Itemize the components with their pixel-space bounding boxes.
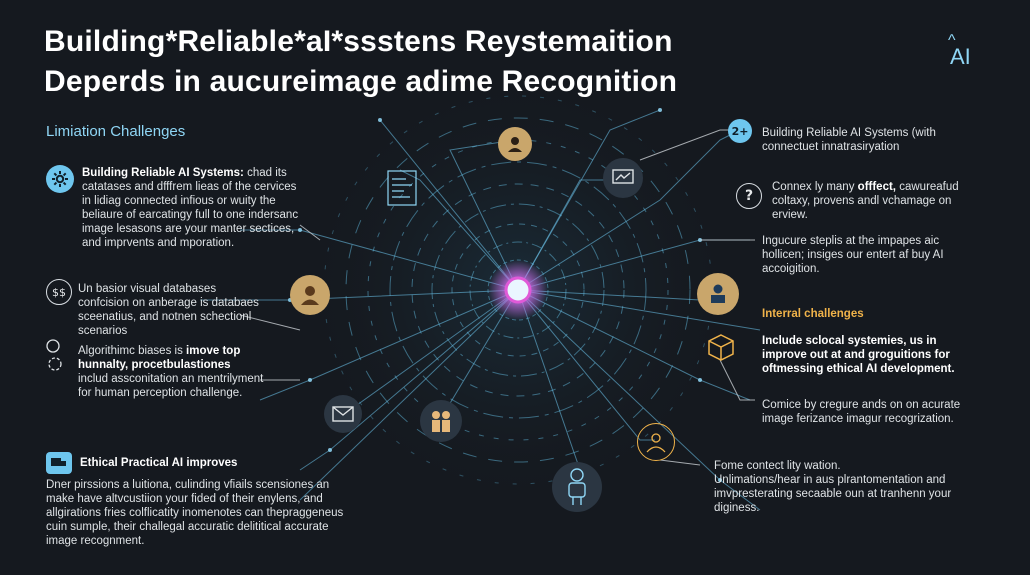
right-block-4: Include sclocal systemies, us in improve… [762, 334, 1002, 376]
ai-logo: ^ AI [948, 32, 988, 74]
cube-icon [706, 332, 736, 362]
right-block-4-line: improve out at and groguitions for [762, 349, 950, 361]
title-line-2: Deperds in aucureimage adime Recognition [44, 65, 678, 98]
left-heading: Limiation Challenges [46, 123, 186, 140]
right-block-4-line: Include sclocal systemies, us in [762, 335, 937, 347]
people-icon [432, 411, 450, 432]
dollar-icon: $$ [46, 279, 72, 305]
node-group [637, 423, 675, 461]
node-robot [552, 462, 602, 512]
right-block-2-suffix: cawureafud [899, 181, 959, 193]
left-block-1-line: beliaure of earcatingy full to one inder… [82, 209, 299, 221]
right-block-2-highlight: offfect, [857, 181, 897, 193]
left-block-3-bold-1: imove top [186, 345, 241, 357]
right-block-2: Connex ly many offfect, cawureafud colta… [772, 180, 1002, 222]
right-block-6-line: imvpresterating secaable oun at tranhenn… [714, 488, 952, 500]
right-block-4-line: oftmessing ethical AI development. [762, 363, 955, 375]
robot-icon [568, 468, 586, 505]
left-block-1: Building Reliable AI Systems: chad its c… [82, 166, 332, 250]
left-block-2: Un basior visual databases confcision on… [78, 282, 298, 338]
node-person-laptop [697, 273, 739, 315]
node-mail [324, 395, 362, 433]
right-block-2-line: coltaxy, provens andl vchamage on [772, 195, 952, 207]
number-badge-icon: 2+ [728, 119, 752, 143]
question-icon-label: ? [744, 188, 754, 204]
person-icon [301, 286, 319, 305]
truck-icon [46, 452, 72, 474]
person-icon [508, 137, 522, 152]
left-block-4-line: allgirations fries colflicatity inomenot… [46, 507, 344, 519]
left-block-1-line: and imprvents and mporation. [82, 237, 235, 249]
left-block-3-line: includ assconitation an mentrilyment [78, 373, 264, 385]
node-document [384, 168, 420, 208]
left-block-3-line: for human perception challenge. [78, 387, 243, 399]
mail-icon [332, 406, 354, 422]
left-block-2-line: sceenatius, and notnen schectionl [78, 311, 252, 323]
node-person-left [290, 275, 330, 315]
right-block-6-line: Fome contect lity wation. [714, 460, 841, 472]
right-block-3-line: hollicen; insiges our entert af buy AI [762, 249, 944, 261]
group-icon [646, 433, 666, 453]
left-block-2-line: Un basior visual databases [78, 283, 217, 295]
left-block-4-line: make have altvcustiion your fided of the… [46, 493, 323, 505]
right-block-2-line: erview. [772, 209, 808, 221]
right-block-3: Ingucure steplis at the impapes aic holl… [762, 234, 1002, 276]
right-block-3-line: accoigition. [762, 263, 820, 275]
right-block-1-line: Building Reliable AI Systems (with [762, 127, 936, 139]
right-block-5-line: image ferizance imagur recogrization. [762, 413, 954, 425]
left-block-1-line: chad its [247, 167, 287, 179]
left-block-4-line: image recognment. [46, 535, 145, 547]
node-chart-monitor [603, 158, 643, 198]
left-block-1-bold: Building Reliable AI Systems: [82, 167, 244, 179]
left-block-3-prefix: Algorithimc biases is [78, 345, 183, 357]
right-block-3-line: Ingucure steplis at the impapes aic [762, 235, 940, 247]
logo-text: AI [950, 44, 971, 69]
right-block-5-line: Comice by cregure ands on on acurate [762, 399, 961, 411]
right-block-6-line: diginess. [714, 502, 760, 514]
left-block-2-line: confcision on anberage is databaes [78, 297, 259, 309]
right-heading: Interral challenges [762, 308, 864, 320]
right-block-5: Comice by cregure ands on on acurate ima… [762, 398, 1002, 426]
title-line-1: Building*Reliable*aI*ssstens Reystemaiti… [44, 25, 673, 58]
chart-monitor-icon [612, 169, 634, 184]
head-circuit-icon [44, 338, 66, 372]
left-block-4-line: Dner pirssions a luitiona, culinding vfi… [46, 479, 330, 491]
right-block-2-prefix: Connex ly many [772, 181, 855, 193]
left-block-4-line: cuin sumple, their challegal accuratic d… [46, 521, 329, 533]
document-icon [387, 170, 417, 206]
question-icon: ? [736, 183, 762, 209]
page-title: Building*Reliable*aI*ssstens Reystemaiti… [44, 22, 677, 102]
gear-icon [46, 165, 74, 193]
right-block-6: Fome contect lity wation. Unlimations/he… [714, 459, 1004, 515]
left-block-3-bold-2: hunnalty, procetbulastiones [78, 359, 231, 371]
node-person [498, 127, 532, 161]
left-block-1-line: in lidiag connected infious or wuity the [82, 195, 276, 207]
left-block-2-line: scenarios [78, 325, 128, 337]
person-laptop-icon [711, 284, 725, 303]
left-block-4-bold: Ethical Practical AI improves [80, 457, 238, 469]
left-block-1-line: catatases and dfffrem lieas of the cervi… [82, 181, 297, 193]
dollar-icon-label: $$ [52, 285, 66, 299]
left-block-1-line: image lesasons are your manter sectices, [82, 223, 295, 235]
number-badge-label: 2+ [731, 124, 749, 138]
right-block-6-line: Unlimations/hear in aus plrantomentation… [714, 474, 946, 486]
left-block-4: Ethical Practical AI improves Dner pirss… [46, 456, 376, 548]
node-people [420, 400, 462, 442]
left-block-3: Algorithimc biases is imove top hunnalty… [78, 344, 308, 400]
right-block-1: Building Reliable AI Systems (with conne… [762, 126, 1002, 154]
logo-caret: ^ [948, 32, 956, 49]
right-block-1-line: connectuet innatrasiryation [762, 141, 900, 153]
